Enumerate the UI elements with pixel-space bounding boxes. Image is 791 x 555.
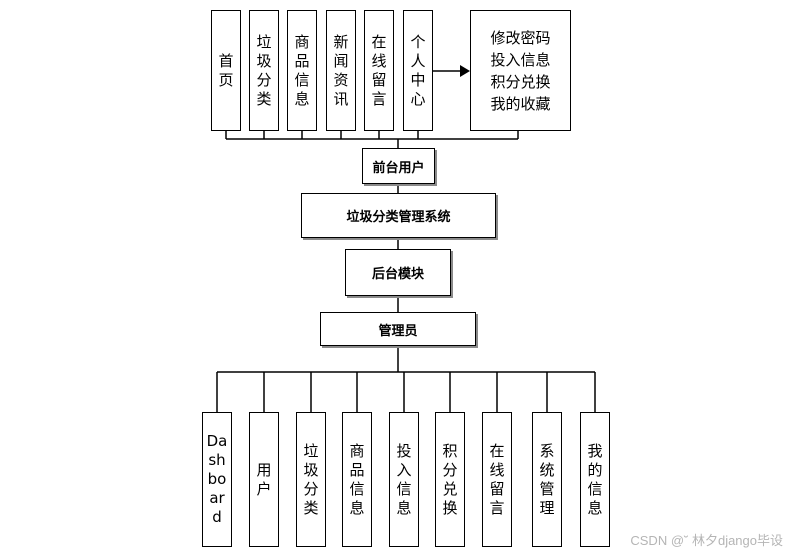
front-user-node: 前台用户	[362, 148, 435, 184]
front-module-personal-center: 个 人 中 心	[403, 10, 433, 131]
front-module-garbage-category: 垃 圾 分 类	[249, 10, 279, 131]
watermark: CSDN @˘ 林夕django毕设	[630, 533, 783, 548]
admin-module-product-info: 商 品 信 息	[342, 412, 372, 547]
front-module-news: 新 闻 资 讯	[326, 10, 356, 131]
admin-module-message: 在 线 留 言	[482, 412, 512, 547]
front-module-home: 首 页	[211, 10, 241, 131]
personal-center-submenu: 修改密码 投入信息 积分兑换 我的收藏	[470, 10, 571, 131]
admin-module-my-info: 我 的 信 息	[580, 412, 610, 547]
admin-module-dashboard: Da sh bo ar d	[202, 412, 232, 547]
admin-module-garbage-category: 垃 圾 分 类	[296, 412, 326, 547]
admin-module-deposit-info: 投 入 信 息	[389, 412, 419, 547]
arrow-head-icon	[460, 65, 470, 77]
admin-module-user: 用 户	[249, 412, 279, 547]
backend-module-node: 后台模块	[345, 249, 451, 296]
front-module-message: 在 线 留 言	[364, 10, 394, 131]
admin-node: 管理员	[320, 312, 476, 346]
admin-module-system-management: 系 统 管 理	[532, 412, 562, 547]
system-node: 垃圾分类管理系统	[301, 193, 496, 238]
admin-module-points-exchange: 积 分 兑 换	[435, 412, 465, 547]
front-module-product-info: 商 品 信 息	[287, 10, 317, 131]
